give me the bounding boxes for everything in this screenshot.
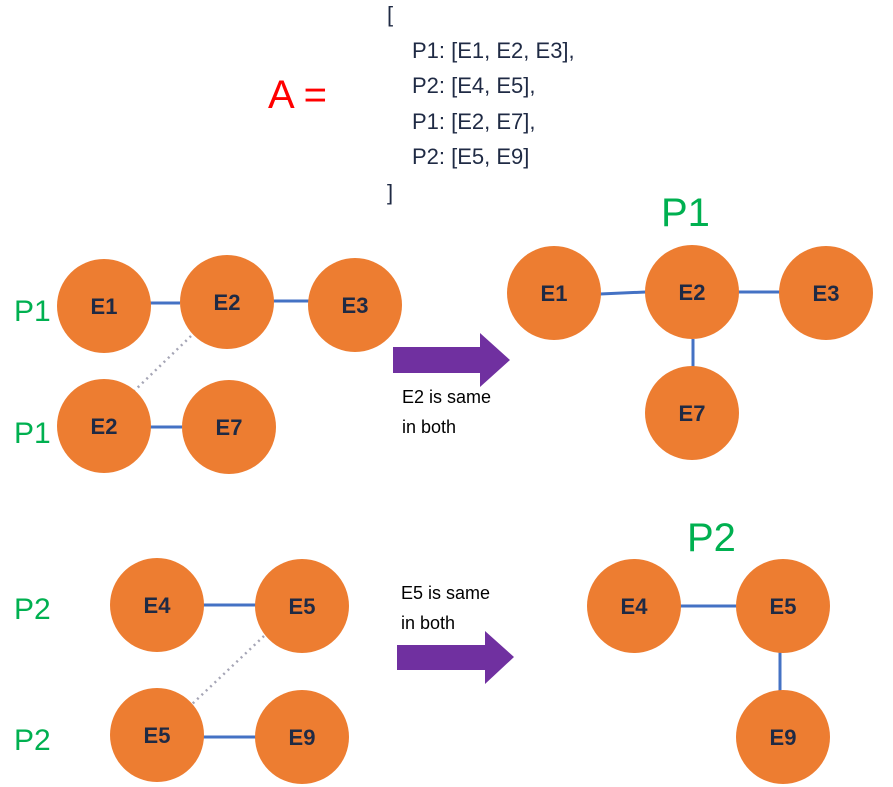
definition-line-3: P1: [E2, E7], [412, 109, 536, 134]
node-e5 [255, 559, 349, 653]
node-e2 [57, 379, 151, 473]
node-label-e2: E2 [679, 280, 706, 305]
merge-note-p1-line1: E2 is same [402, 387, 491, 407]
node-label-e1: E1 [541, 281, 568, 306]
node-e4 [587, 559, 681, 653]
definition-line-1: P1: [E1, E2, E3], [412, 38, 575, 63]
node-label-e1: E1 [91, 294, 118, 319]
node-label-e9: E9 [770, 725, 797, 750]
merge-arrow-p1 [393, 333, 510, 387]
node-label-e9: E9 [289, 725, 316, 750]
group-label-p1-merged: P1 [661, 191, 710, 235]
node-label-e3: E3 [813, 281, 840, 306]
merge-note-p2-line1: E5 is same [401, 583, 490, 603]
p2-merge-arrow-group: E5 is same in both [397, 583, 514, 684]
shared-node-link-e2 [130, 335, 192, 395]
definition-line-4: P2: [E5, E9] [412, 144, 529, 169]
node-e4 [110, 558, 204, 652]
node-e9 [736, 690, 830, 784]
definition-line-2: P2: [E4, E5], [412, 73, 536, 98]
node-label-e7: E7 [679, 401, 706, 426]
node-e1 [57, 259, 151, 353]
definition-close-bracket: ] [387, 180, 393, 205]
p2-merged-graph: P2 E4 E5 E9 [587, 516, 830, 784]
definition-block: A = [ P1: [E1, E2, E3], P2: [E4, E5], P1… [268, 2, 575, 205]
node-e3 [308, 258, 402, 352]
node-e2 [180, 255, 274, 349]
p1-input-graphs: P1 P1 E1 E2 E3 E2 E7 [14, 255, 402, 474]
node-label-e7: E7 [216, 415, 243, 440]
node-e9 [255, 690, 349, 784]
node-label-e4: E4 [621, 594, 649, 619]
node-e2 [645, 245, 739, 339]
node-e5 [736, 559, 830, 653]
node-label-e2: E2 [91, 414, 118, 439]
node-e7 [645, 366, 739, 460]
node-label-e3: E3 [342, 293, 369, 318]
node-e5 [110, 688, 204, 782]
group-label-p2-merged: P2 [687, 516, 736, 560]
group-label-p2-top: P2 [14, 593, 51, 626]
group-label-p1-top: P1 [14, 295, 51, 328]
node-label-e5: E5 [289, 594, 316, 619]
group-label-p2-bottom: P2 [14, 724, 51, 757]
merge-note-p1-line2: in both [402, 417, 456, 437]
node-label-e2: E2 [214, 290, 241, 315]
shared-node-link-e5 [189, 635, 265, 707]
p1-merged-graph: P1 E1 E2 E3 E7 [507, 191, 873, 460]
node-label-e5: E5 [144, 723, 171, 748]
group-label-p1-bottom: P1 [14, 417, 51, 450]
node-e1 [507, 246, 601, 340]
p2-input-graphs: P2 P2 E4 E5 E5 E9 [14, 558, 349, 784]
node-label-e4: E4 [144, 593, 172, 618]
node-e7 [182, 380, 276, 474]
definition-open-bracket: [ [387, 2, 393, 27]
node-e3 [779, 246, 873, 340]
edge-e1-e2 [599, 290, 647, 296]
definition-label: A = [268, 73, 327, 117]
merge-arrow-p2 [397, 631, 514, 684]
node-label-e5: E5 [770, 594, 797, 619]
merge-note-p2-line2: in both [401, 613, 455, 633]
p1-merge-arrow-group: E2 is same in both [393, 333, 510, 437]
